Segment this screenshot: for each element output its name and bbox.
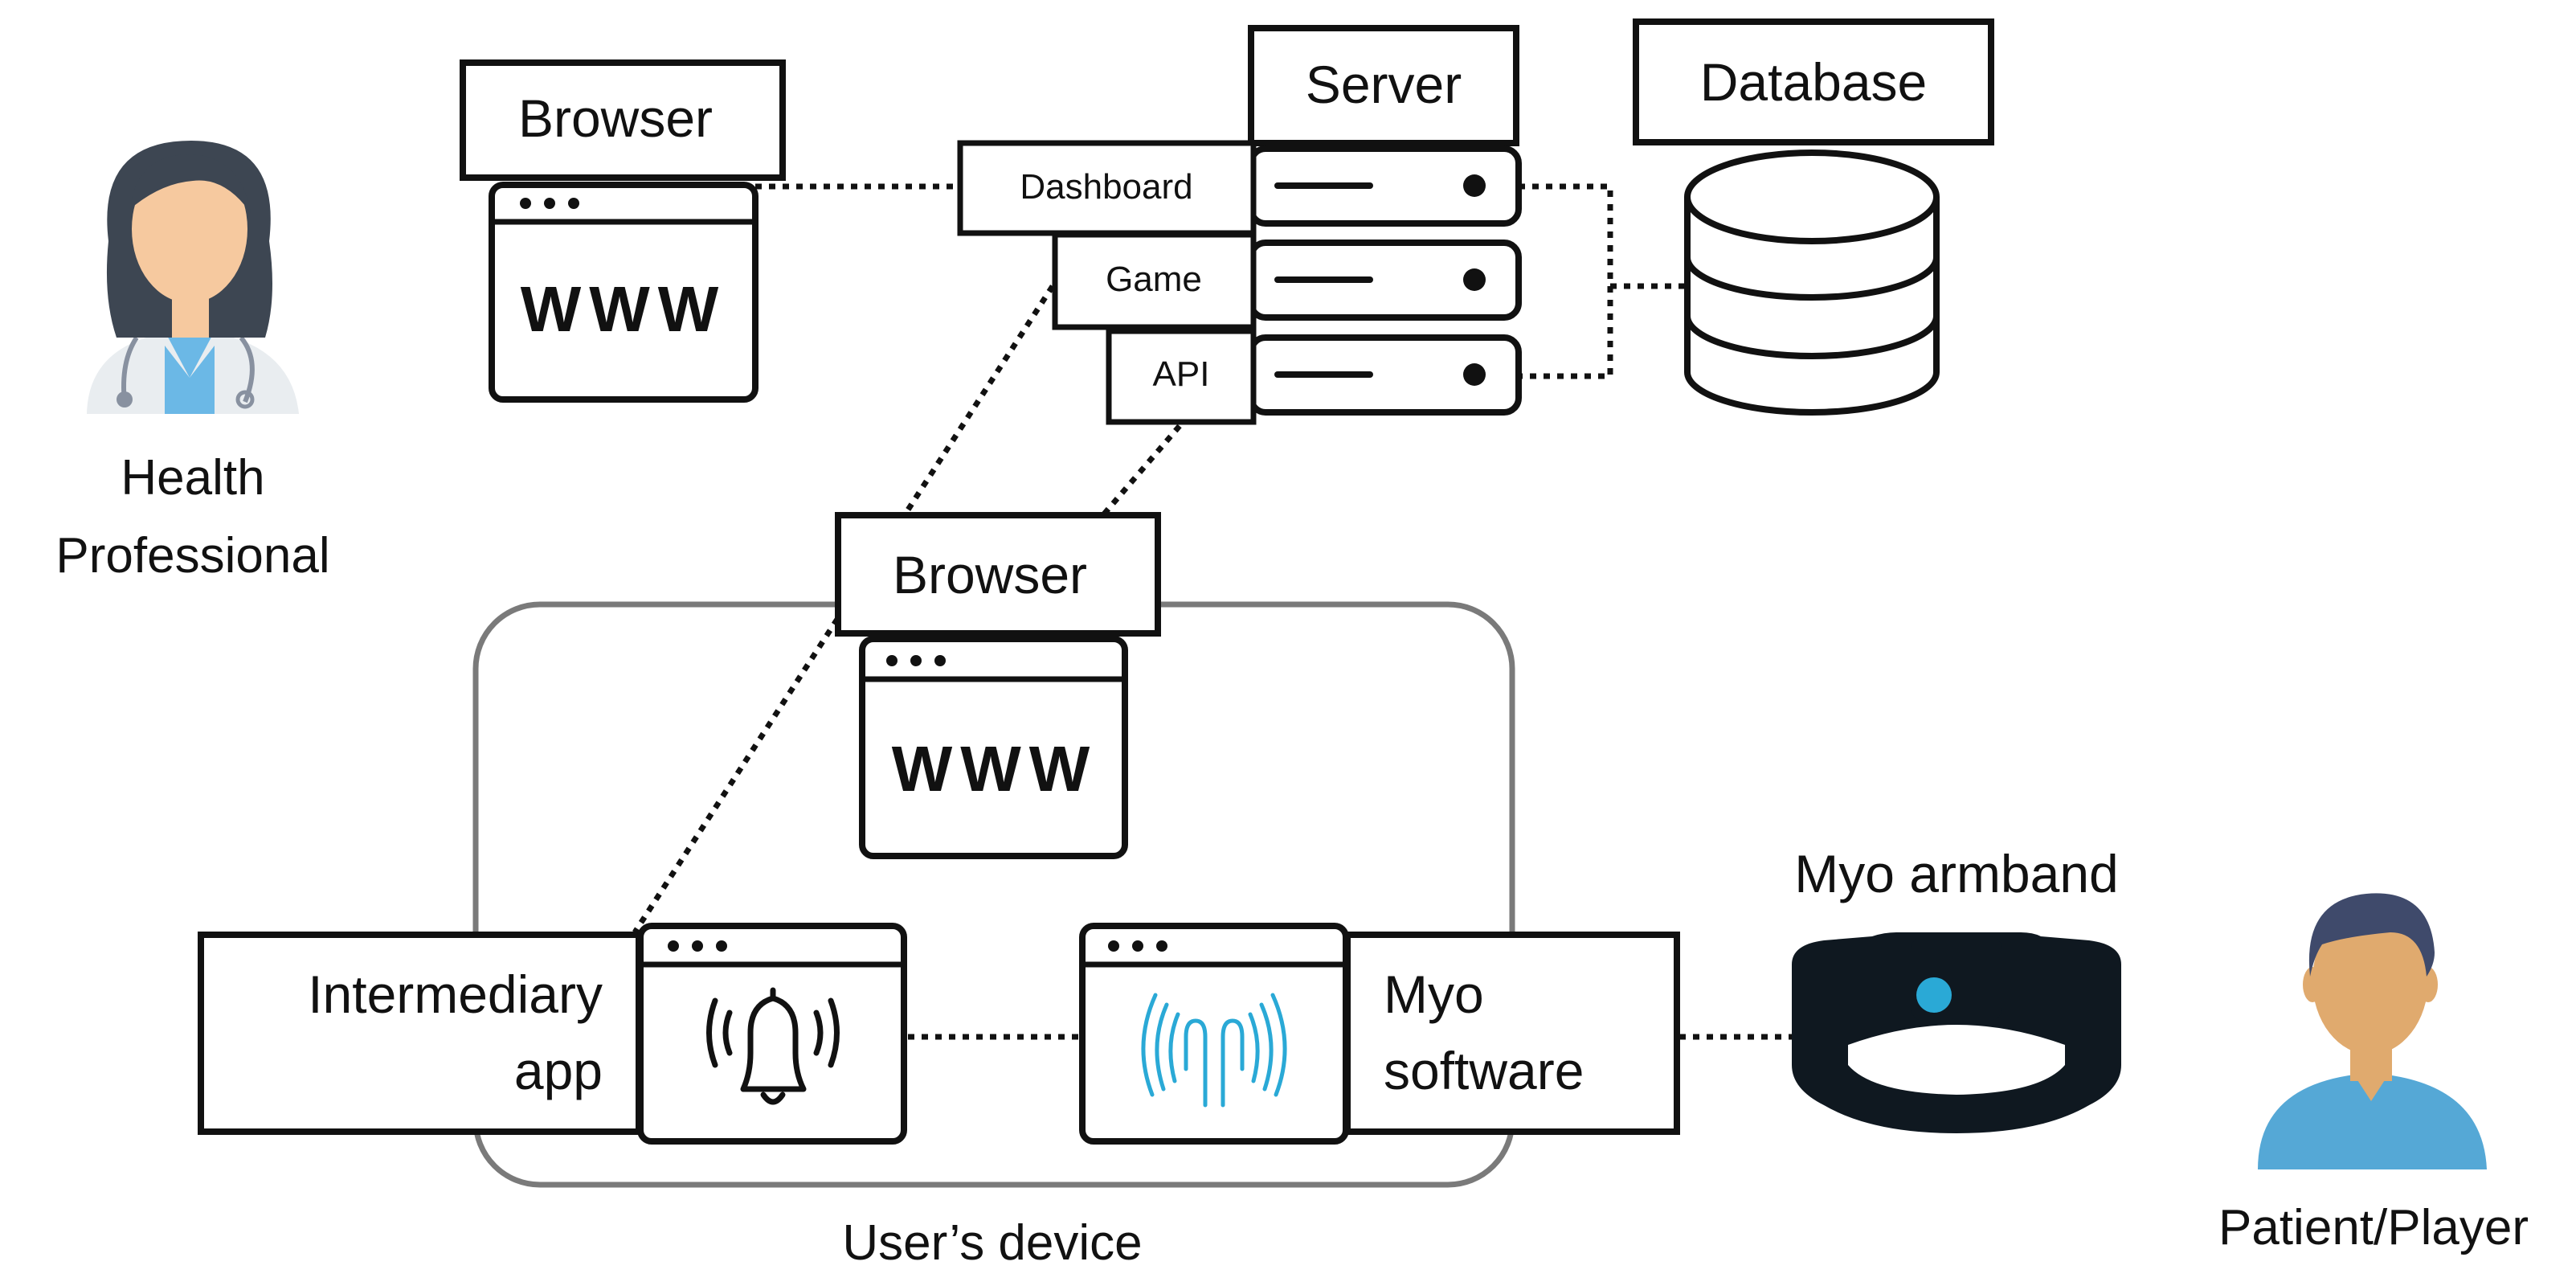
myo-software-label-line1: Myo xyxy=(1384,964,1484,1024)
myo-software-label-line2: software xyxy=(1384,1041,1584,1100)
top-browser-label-box xyxy=(460,59,786,181)
top-browser-www: WWW xyxy=(521,273,727,345)
device-browser-www: WWW xyxy=(892,733,1098,805)
api-service-label: API xyxy=(1153,354,1210,394)
connector-server-database xyxy=(1519,183,1613,379)
server-unit-dashboard xyxy=(1248,145,1522,227)
top-browser-label: Browser xyxy=(518,88,713,148)
top-browser-window-icon xyxy=(489,182,758,403)
intermediary-app-window-icon xyxy=(637,923,907,1145)
server-unit-api xyxy=(1248,334,1522,416)
intermediary-app-label-line2: app xyxy=(514,1041,603,1100)
myo-software-window-icon xyxy=(1079,923,1349,1145)
health-professional-icon xyxy=(87,141,299,414)
device-browser-label-box xyxy=(835,512,1161,637)
patient-player-label: Patient/Player xyxy=(2218,1200,2529,1255)
database-label-box xyxy=(1633,18,1994,145)
database-label: Database xyxy=(1700,52,1928,112)
myo-armband-icon xyxy=(1792,932,2121,1133)
api-service-box xyxy=(1106,328,1257,425)
health-professional-label-line1: Health xyxy=(121,450,264,506)
server-label: Server xyxy=(1306,55,1462,114)
server-label-box xyxy=(1248,25,1519,146)
bell-icon xyxy=(706,987,840,1105)
intermediary-app-label-line1: Intermediary xyxy=(308,964,603,1024)
server-unit-game xyxy=(1248,240,1522,321)
game-service-label: Game xyxy=(1106,260,1202,299)
health-professional-label-line2: Professional xyxy=(55,528,329,584)
game-service-box xyxy=(1052,231,1257,330)
intermediary-app-label-box xyxy=(198,932,642,1135)
dashboard-service-box xyxy=(957,140,1257,236)
myo-logo-icon xyxy=(1141,993,1287,1108)
dashboard-service-label: Dashboard xyxy=(1020,167,1192,207)
myo-armband-label: Myo armband xyxy=(1794,844,2119,903)
device-browser-window-icon xyxy=(859,636,1128,859)
myo-software-label-box xyxy=(1344,932,1680,1135)
patient-player-icon xyxy=(2258,893,2487,1169)
user-device-label: User’s device xyxy=(842,1215,1142,1271)
connector-api-browser xyxy=(1094,424,1182,525)
device-browser-label: Browser xyxy=(893,545,1087,604)
database-icon xyxy=(1684,149,1940,416)
